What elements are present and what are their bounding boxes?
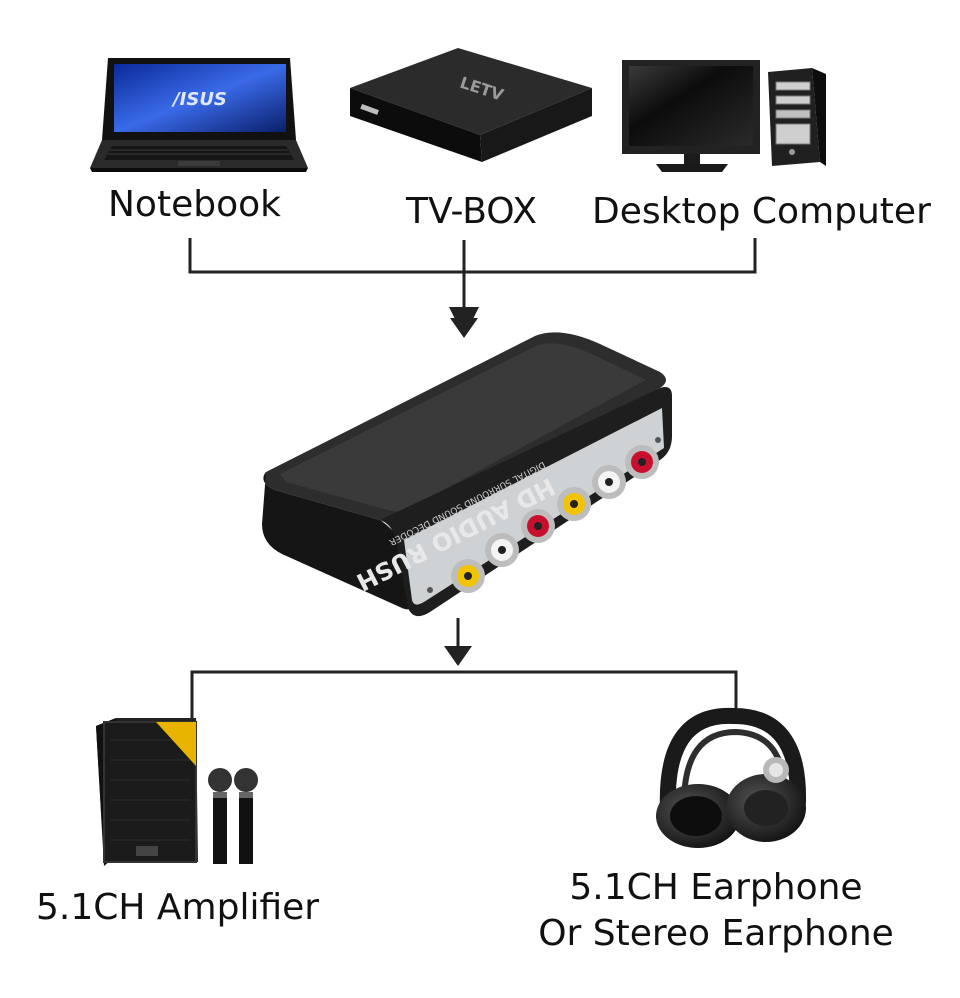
rca-jack-red-1 xyxy=(521,509,555,543)
tv-box-label: TV-BOX xyxy=(406,191,537,232)
notebook-label: Notebook xyxy=(108,184,281,225)
output-connector-lines xyxy=(190,618,738,720)
output-arrow xyxy=(444,646,472,666)
microphone-icon xyxy=(208,768,258,864)
headphones-icon xyxy=(656,707,807,848)
rca-jack-yellow-1 xyxy=(451,559,485,593)
rca-jack-white-2 xyxy=(592,465,626,499)
desktop-computer-label: Desktop Computer xyxy=(592,191,931,232)
earphone-label-line1: 5.1CH Earphone xyxy=(569,867,863,908)
input-arrow xyxy=(450,318,478,338)
rca-jack-white-1 xyxy=(485,533,519,567)
laptop-icon: /ISUS xyxy=(90,58,308,172)
earphone-label-line2: Or Stereo Earphone xyxy=(538,913,894,954)
rca-jack-yellow-2 xyxy=(557,487,591,521)
amplifier-label: 5.1CH Amplifier xyxy=(36,887,320,928)
laptop-brand-text: /ISUS xyxy=(171,89,227,110)
rca-jack-red-2 xyxy=(625,445,659,479)
desktop-computer-icon xyxy=(622,60,826,172)
audio-decoder-icon: HD AUDIO RUSH DIGITAL SURROUND SOUND DEC… xyxy=(262,332,672,617)
input-connector-lines xyxy=(188,238,757,337)
amplifier-speaker-icon xyxy=(96,718,198,866)
tv-box-icon: LETV xyxy=(350,48,592,162)
